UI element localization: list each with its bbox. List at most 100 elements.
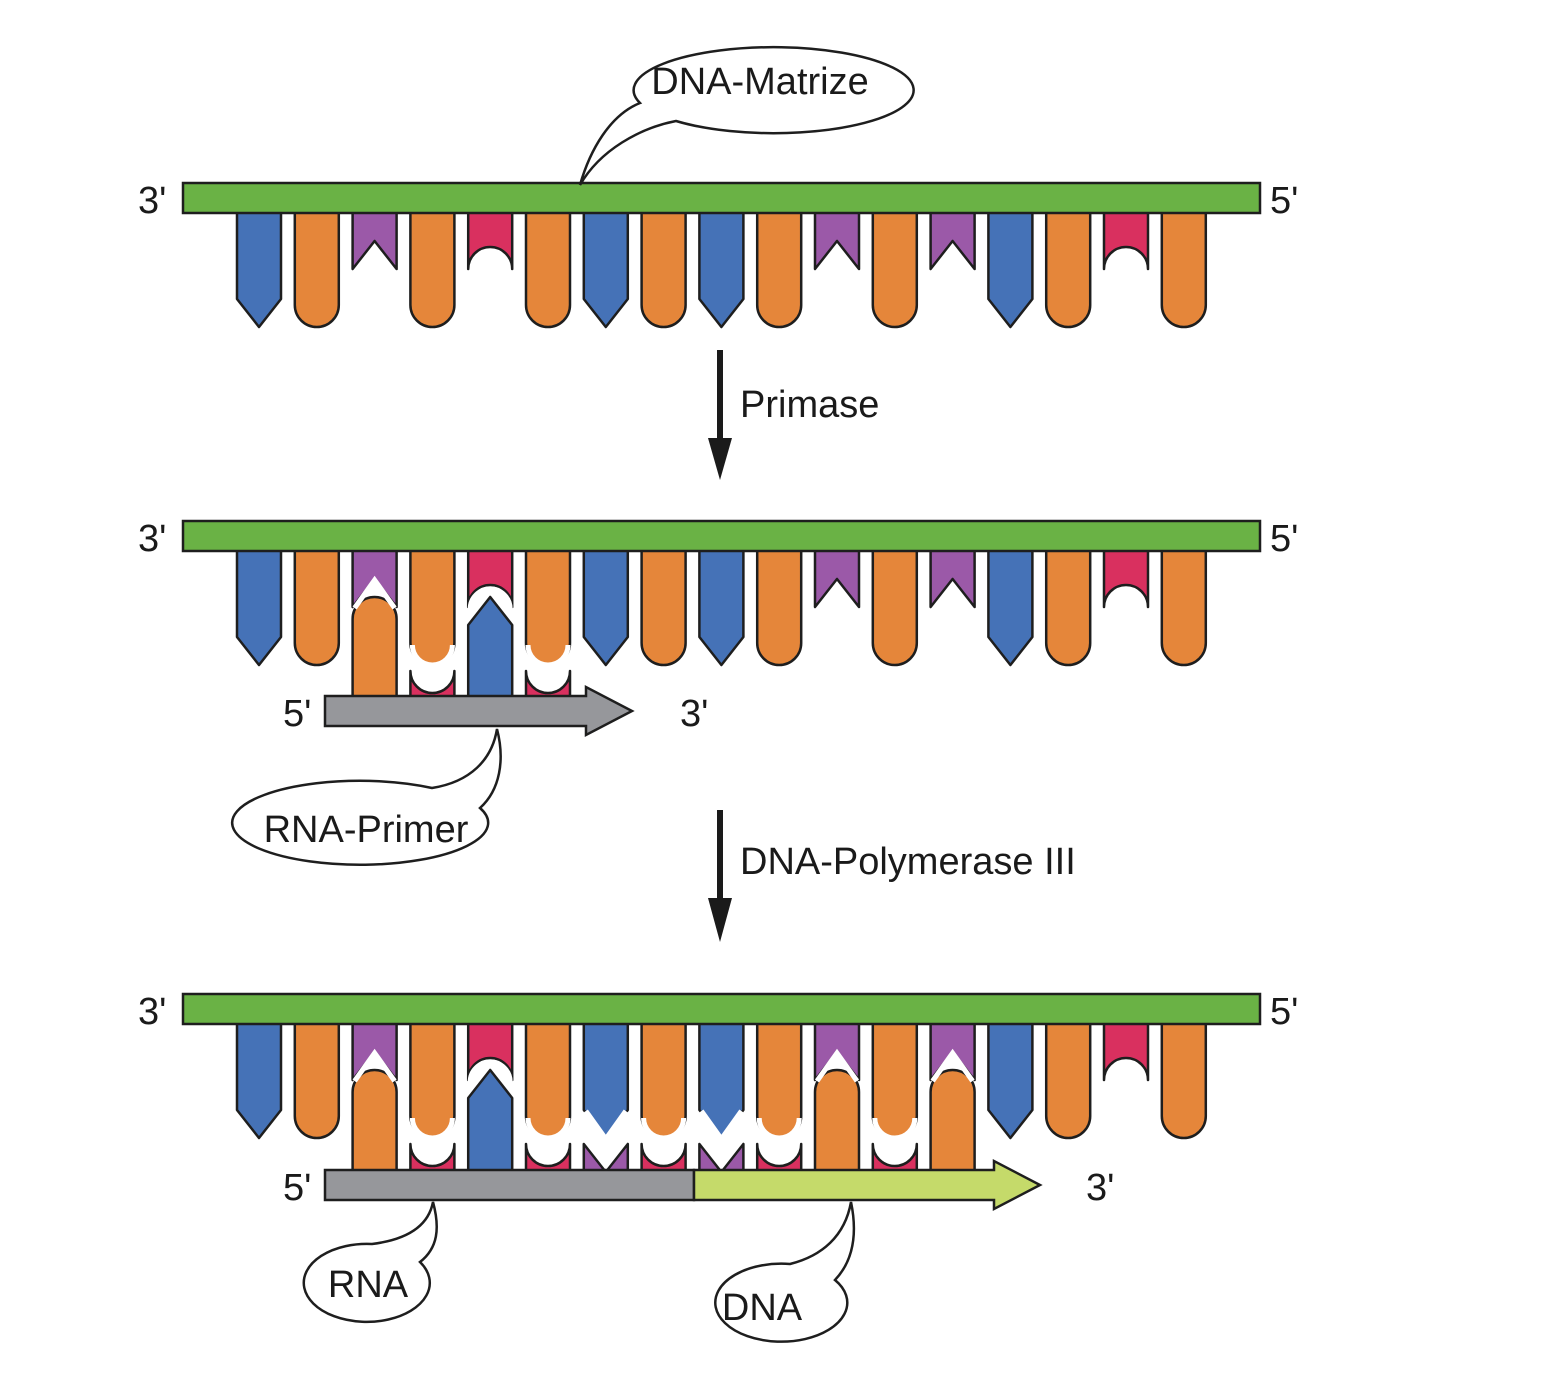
base-pair-gap xyxy=(525,644,571,668)
primer-5prime-label: 5' xyxy=(283,693,311,735)
base-pair-gap xyxy=(583,1109,628,1144)
dna-callout: DNA xyxy=(714,1201,856,1343)
base-pair-gap xyxy=(409,1117,455,1141)
base-pair-gap xyxy=(699,1109,744,1144)
rna-segment xyxy=(323,1168,696,1202)
new-base-cytosine xyxy=(409,1142,456,1176)
template-base-adenine xyxy=(871,1012,919,1140)
template-base-adenine xyxy=(640,1012,687,1140)
rna-primer-callout: RNA-Primer xyxy=(230,728,502,867)
template-base-thymine xyxy=(698,539,745,667)
template-5prime-label: 5' xyxy=(1270,991,1298,1033)
template-base-adenine xyxy=(640,201,687,329)
template-base-thymine xyxy=(235,1012,283,1140)
template-base-adenine xyxy=(1044,1012,1092,1140)
new-base-adenine xyxy=(813,1068,861,1176)
template-base-adenine xyxy=(293,201,341,329)
template-base-adenine xyxy=(755,1012,803,1140)
rna-callout: RNA xyxy=(302,1201,438,1324)
template-base-adenine xyxy=(409,1012,456,1140)
template-bases xyxy=(235,539,1208,667)
base-pair-gap xyxy=(756,1117,802,1141)
template-base-adenine xyxy=(293,1012,341,1140)
arrow-down-icon xyxy=(708,438,732,480)
template-base-adenine xyxy=(293,539,341,667)
panel-template: 3' 5' xyxy=(138,180,1298,329)
rna-callout-text: RNA xyxy=(328,1264,409,1306)
arrow-down-icon xyxy=(708,898,732,942)
template-base-adenine xyxy=(409,201,456,329)
new-base-thymine xyxy=(466,1068,514,1176)
template-base-adenine xyxy=(1160,539,1208,667)
template-callout-bubble xyxy=(578,45,915,186)
template-base-adenine xyxy=(524,201,572,329)
template-5prime-label: 5' xyxy=(1270,518,1298,560)
template-3prime-label: 3' xyxy=(138,991,166,1033)
base-pair-gap xyxy=(467,586,513,610)
new-base-cytosine xyxy=(409,669,456,702)
template-3prime-label: 3' xyxy=(138,180,166,222)
new-base-cytosine xyxy=(524,669,572,702)
template-callout-text: DNA-Matrize xyxy=(651,61,868,103)
template-base-thymine xyxy=(582,201,630,329)
template-base-adenine xyxy=(755,201,803,329)
template-bases xyxy=(235,201,1208,329)
template-base-thymine xyxy=(235,201,283,329)
new-base-cytosine xyxy=(640,1142,687,1176)
primer-bases xyxy=(351,575,572,702)
base-pair-gap xyxy=(467,1059,513,1083)
base-pair-gap xyxy=(930,1048,975,1083)
new-base-cytosine xyxy=(871,1142,919,1176)
template-base-cytosine xyxy=(1102,539,1150,609)
base-pair-gap xyxy=(525,1117,571,1141)
template-5prime-label: 5' xyxy=(1270,180,1298,222)
new-base-cytosine xyxy=(755,1142,803,1176)
rna-primer-callout-bubble xyxy=(230,728,502,867)
template-base-adenine xyxy=(640,539,687,667)
dna-segment-arrow xyxy=(692,1158,1043,1212)
template-base-thymine xyxy=(987,201,1034,329)
new-base-thymine xyxy=(466,595,514,702)
panel-primer: 3' 5' 5' 3' xyxy=(138,518,1298,738)
base-pair-gap xyxy=(409,644,455,668)
template-base-thymine xyxy=(582,539,630,667)
template-base-adenine xyxy=(755,539,803,667)
primase-label: Primase xyxy=(740,384,879,426)
template-base-adenine xyxy=(871,539,919,667)
new-base-cytosine xyxy=(524,1142,572,1176)
dna-callout-text: DNA xyxy=(722,1287,803,1329)
polymerase-label: DNA-Polymerase III xyxy=(740,841,1076,883)
template-base-adenine xyxy=(1044,539,1092,667)
template-base-cytosine xyxy=(1102,1012,1150,1082)
template-backbone xyxy=(181,992,1262,1026)
primer-backbone xyxy=(323,684,635,738)
template-3prime-label: 3' xyxy=(138,518,166,560)
new-strand-5prime-label: 5' xyxy=(283,1167,311,1209)
panel-elongation: 3' 5' 5' 3' xyxy=(138,991,1298,1212)
template-base-adenine xyxy=(1160,201,1208,329)
new-base-adenine xyxy=(929,1068,976,1176)
new-base-adenine xyxy=(351,595,398,702)
template-base-adenine xyxy=(1044,201,1092,329)
step-arrow-polymerase: DNA-Polymerase III xyxy=(708,810,1076,942)
rna-callout-bubble xyxy=(302,1201,438,1324)
template-base-thymine xyxy=(987,1012,1034,1140)
template-base-adenine xyxy=(871,201,919,329)
template-base-cytosine xyxy=(1102,201,1150,271)
base-pair-gap xyxy=(814,1048,860,1083)
base-pair-gap xyxy=(872,1117,918,1141)
base-pair-gap xyxy=(641,1117,687,1141)
template-callout: DNA-Matrize xyxy=(578,45,915,186)
template-base-adenine xyxy=(524,1012,572,1140)
new-strand-3prime-label: 3' xyxy=(1086,1167,1114,1209)
template-base-adenine xyxy=(524,539,572,667)
template-base-thymine xyxy=(698,201,745,329)
base-pair-gap xyxy=(352,575,397,610)
new-base-adenine xyxy=(351,1068,398,1176)
base-pair-gap xyxy=(352,1048,397,1083)
rna-primer-callout-text: RNA-Primer xyxy=(264,809,469,851)
template-backbone xyxy=(181,181,1262,215)
template-base-thymine xyxy=(235,539,283,667)
template-backbone xyxy=(181,519,1262,553)
